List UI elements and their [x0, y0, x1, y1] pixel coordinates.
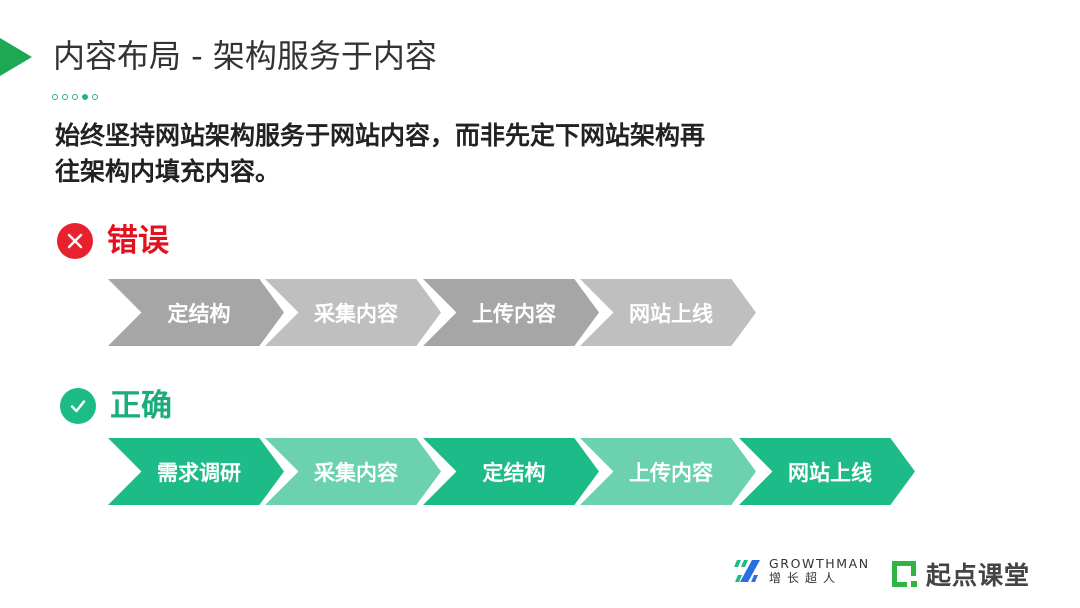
qidian-mark-icon [892, 561, 917, 587]
title-marker-triangle [0, 38, 32, 76]
wrong-label: 错误 [107, 223, 169, 259]
process-step: 上传内容 [423, 279, 599, 346]
right-section-header: 正确 [60, 386, 172, 426]
progress-dot [92, 94, 98, 100]
checkmark-icon [60, 388, 96, 424]
right-label: 正确 [110, 388, 172, 424]
growthman-mark-icon [734, 560, 760, 582]
growthman-logo: GROWTHMAN 增长超人 [733, 557, 870, 585]
process-step: 网站上线 [739, 438, 915, 505]
process-step: 采集内容 [265, 438, 441, 505]
lead-line-2: 往架构内填充内容。 [55, 157, 281, 186]
step-label: 需求调研 [157, 460, 241, 485]
right-process-flow: 需求调研 采集内容 定结构 上传内容 网站上线 [0, 438, 1080, 505]
qidian-logo: 起点课堂 [890, 556, 1030, 592]
growthman-cn-label: 增长超人 [769, 571, 842, 585]
progress-dots [52, 94, 98, 100]
process-step: 网站上线 [580, 279, 756, 346]
qidian-label: 起点课堂 [926, 561, 1031, 590]
progress-dot [72, 94, 78, 100]
lead-paragraph: 始终坚持网站架构服务于网站内容，而非先定下网站架构再 往架构内填充内容。 [55, 118, 775, 190]
step-label: 网站上线 [788, 460, 872, 485]
wrong-section-header: 错误 [57, 221, 169, 261]
step-label: 采集内容 [314, 460, 398, 485]
close-x-icon [57, 223, 93, 259]
step-label: 定结构 [167, 301, 231, 326]
slide-title: 内容布局 - 架构服务于内容 [53, 37, 437, 75]
process-step: 定结构 [423, 438, 599, 505]
step-label: 定结构 [482, 460, 546, 485]
process-step: 上传内容 [580, 438, 756, 505]
lead-line-1: 始终坚持网站架构服务于网站内容，而非先定下网站架构再 [55, 121, 706, 150]
progress-dot-active [82, 94, 88, 100]
progress-dot [62, 94, 68, 100]
step-label: 上传内容 [629, 460, 713, 485]
wrong-process-flow: 定结构 采集内容 上传内容 网站上线 [0, 279, 1080, 346]
step-label: 网站上线 [629, 301, 713, 326]
progress-dot [52, 94, 58, 100]
process-step: 采集内容 [265, 279, 441, 346]
step-label: 上传内容 [472, 301, 556, 326]
process-step: 需求调研 [108, 438, 284, 505]
step-label: 采集内容 [314, 301, 398, 326]
process-step: 定结构 [108, 279, 284, 346]
growthman-en-label: GROWTHMAN [769, 556, 870, 571]
